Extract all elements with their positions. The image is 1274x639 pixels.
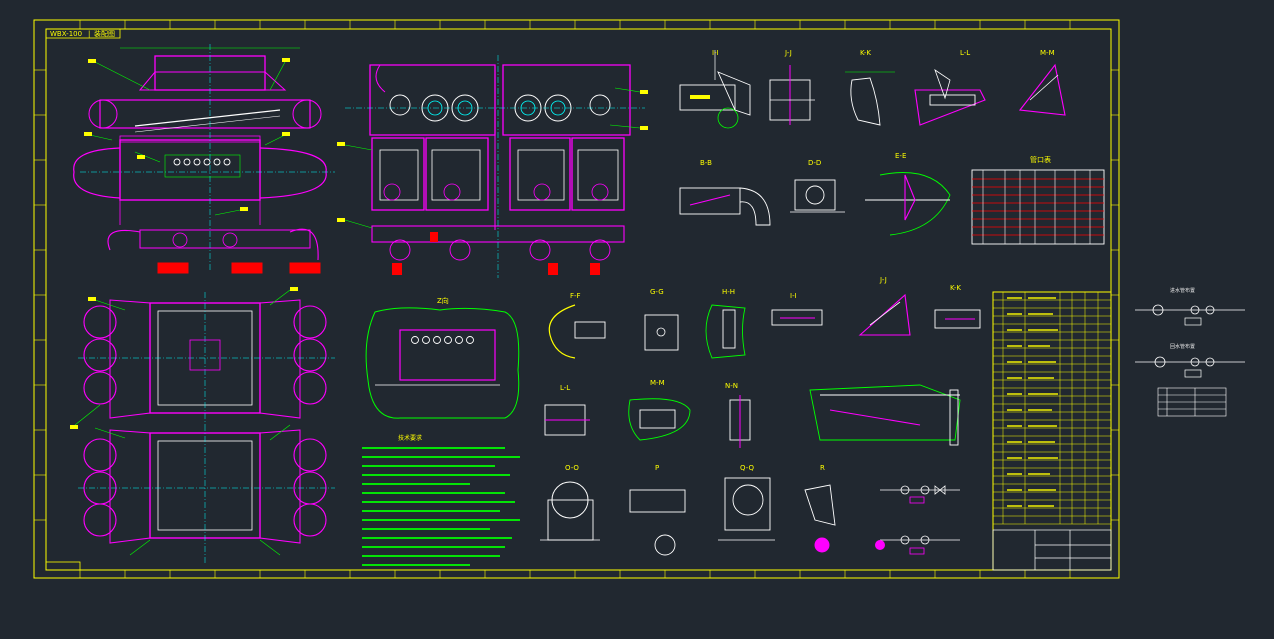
detail-z-label: Z向 — [437, 296, 449, 305]
frame-zone-ticks — [34, 20, 1119, 578]
detail-o-o[interactable]: O-O — [540, 464, 600, 541]
section-label-row5-1: O-O — [565, 464, 579, 472]
detail-b-b[interactable]: B-B — [679, 159, 771, 226]
revision-box — [45, 561, 81, 571]
legend-title-2: 回水管布置 — [1170, 343, 1195, 350]
section-label-row3-2: G-G — [650, 288, 664, 296]
technical-notes: 技术要求 — [362, 434, 520, 566]
drawing-number-tag: WBX-100 | 装配图 — [45, 28, 121, 39]
section-detail-4[interactable]: L-L — [914, 49, 986, 126]
legend-title-1: 进水管布置 — [1170, 287, 1195, 294]
detail-h-h[interactable]: H-H — [705, 288, 746, 359]
detail-k-k[interactable]: K-K — [934, 284, 981, 329]
detail-z-view[interactable]: Z向 — [365, 296, 520, 419]
detail-d-d[interactable]: D-D — [790, 159, 845, 213]
detail-f-f[interactable]: F-F — [548, 292, 606, 359]
section-label-row5-4: R — [820, 464, 825, 472]
section-label-row3-4: I-I — [790, 292, 797, 300]
nozzle-table-title: 管口表 — [1030, 155, 1051, 164]
detail-piping-isometric[interactable] — [809, 384, 961, 446]
drawing-label: 装配图 — [94, 29, 115, 38]
parts-list-title-block[interactable] — [992, 291, 1112, 571]
section-label-mid-2: D-D — [808, 159, 821, 167]
section-label-row5-2: P — [655, 464, 659, 472]
section-details-row4[interactable]: L-L M-M N-N — [544, 379, 961, 448]
section-details-row3[interactable]: F-F G-G H-H I-I J-J K-K — [548, 276, 981, 359]
front-elevation-view[interactable] — [73, 44, 335, 274]
drawing-sep: | — [88, 30, 90, 38]
section-label-row3-6: K-K — [950, 284, 961, 292]
notes-title: 技术要求 — [398, 434, 422, 442]
detail-r[interactable]: R — [804, 464, 836, 553]
section-label-row4-2: M-M — [650, 379, 665, 387]
section-detail-2[interactable]: J-J — [769, 49, 815, 125]
section-label-top-2: J-J — [784, 49, 792, 57]
section-label-mid-3: E-E — [895, 152, 906, 160]
detail-j-j[interactable]: J-J — [858, 276, 911, 336]
section-detail-5[interactable]: M-M — [1018, 49, 1066, 116]
section-label-row4-1: L-L — [560, 384, 570, 392]
section-details-middle[interactable]: B-B D-D E-E — [679, 152, 951, 236]
detail-q-q[interactable]: Q-Q — [718, 464, 775, 541]
section-label-row3-3: H-H — [722, 288, 735, 296]
section-detail-1[interactable]: I-I — [679, 49, 751, 129]
detail-i-i[interactable]: I-I — [771, 292, 823, 326]
section-label-top-3: K-K — [860, 49, 871, 57]
section-label-row3-5: J-J — [879, 276, 887, 284]
plan-view-upper[interactable] — [70, 287, 335, 429]
section-detail-3[interactable]: K-K — [845, 49, 895, 126]
detail-p[interactable]: P — [629, 464, 686, 556]
detail-m-m[interactable]: M-M — [628, 379, 691, 441]
section-label-top-1: I-I — [712, 49, 719, 57]
section-label-row4-3: N-N — [725, 382, 738, 390]
valve-schematic-upper[interactable] — [880, 485, 960, 504]
side-elevation-view[interactable] — [337, 55, 648, 278]
detail-e-e[interactable]: E-E — [865, 152, 951, 236]
detail-l-l[interactable]: L-L — [544, 384, 590, 436]
detail-g-g[interactable]: G-G — [644, 288, 679, 351]
drawing-code: WBX-100 — [50, 30, 82, 38]
section-label-row5-3: Q-Q — [740, 464, 754, 472]
plan-view-lower[interactable] — [78, 424, 335, 565]
section-details-row5[interactable]: O-O P Q-Q R — [540, 464, 836, 556]
valve-schematic-lower[interactable] — [875, 535, 960, 555]
outside-legend[interactable]: 进水管布置 回水管布置 — [1135, 287, 1245, 417]
section-label-row3-1: F-F — [570, 292, 581, 300]
nozzle-table[interactable]: 管口表 — [971, 155, 1105, 245]
section-label-top-5: M-M — [1040, 49, 1055, 57]
section-label-top-4: L-L — [960, 49, 970, 57]
section-label-mid-1: B-B — [700, 159, 712, 167]
detail-n-n[interactable]: N-N — [725, 382, 751, 448]
section-details-top[interactable]: I-I J-J K-K L-L M-M — [679, 49, 1066, 129]
